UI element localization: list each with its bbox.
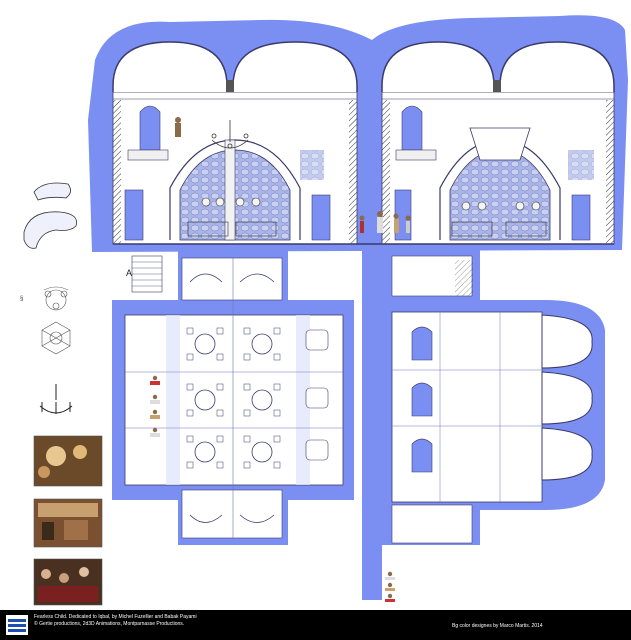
reference-sketches: § [20, 182, 78, 414]
credit-line-1: Fearless Child. Dedicated to Iqbal, by M… [34, 614, 197, 620]
section-elevation-right [357, 41, 615, 245]
sofa-sketch-icon [33, 182, 71, 201]
credit-line-2: © Gertie productions, 2d3D Animations, M… [34, 621, 185, 627]
chandelier-plan-icon [41, 321, 71, 355]
stair-marker: A [126, 268, 132, 278]
section-elevation-left [112, 41, 358, 245]
reference-photos [33, 435, 103, 606]
floor-plan-left: A [112, 250, 354, 545]
credit-right: Bg color designes by Marco Martis. 2014 [452, 623, 543, 629]
chandelier-photo [33, 435, 103, 487]
footer-bar: Fearless Child. Dedicated to Iqbal, by M… [0, 610, 631, 640]
curved-sofa-sketch-icon [23, 211, 78, 249]
iron-chandelier-icon [39, 384, 73, 414]
svg-text:§: § [20, 296, 23, 302]
credit-block: Fearless Child. Dedicated to Iqbal, by M… [34, 614, 197, 628]
studio-logo-icon [6, 615, 28, 635]
chandelier-sketch-icon [43, 286, 69, 311]
floor-plan-right [362, 248, 605, 602]
